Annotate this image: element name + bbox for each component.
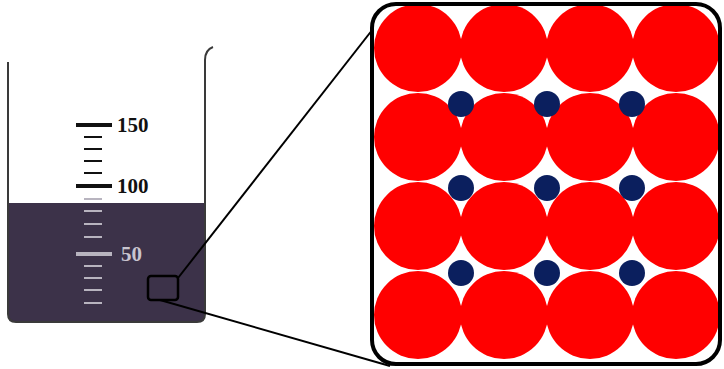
large-particle bbox=[632, 182, 720, 270]
large-particle bbox=[374, 271, 462, 359]
zoom-line bbox=[178, 20, 380, 278]
scale-number: 150 bbox=[117, 115, 149, 136]
beaker-wall bbox=[8, 47, 213, 322]
zoom-panel bbox=[372, 4, 720, 364]
particle-lattice bbox=[374, 4, 720, 359]
large-particle bbox=[460, 182, 548, 270]
small-particle bbox=[619, 91, 645, 117]
graduation-marks bbox=[76, 199, 112, 303]
large-particle bbox=[460, 271, 548, 359]
sample-square bbox=[148, 276, 178, 300]
scale-number: 50 bbox=[121, 244, 142, 265]
small-particle bbox=[534, 175, 560, 201]
large-particle bbox=[460, 4, 548, 92]
large-particle bbox=[546, 182, 634, 270]
large-particle bbox=[374, 4, 462, 92]
small-particle bbox=[534, 91, 560, 117]
large-particle bbox=[632, 93, 720, 181]
large-particle bbox=[632, 4, 720, 92]
small-particle bbox=[448, 91, 474, 117]
small-particle bbox=[448, 175, 474, 201]
large-particle bbox=[374, 182, 462, 270]
large-particle bbox=[546, 271, 634, 359]
zoom-line bbox=[160, 300, 390, 366]
scale-number: 100 bbox=[117, 176, 149, 197]
large-particle bbox=[632, 271, 720, 359]
small-particle bbox=[619, 175, 645, 201]
small-particle bbox=[448, 260, 474, 286]
small-particle bbox=[619, 260, 645, 286]
small-particle bbox=[534, 260, 560, 286]
zoom-border bbox=[372, 4, 720, 364]
graduation-marks bbox=[76, 125, 112, 186]
large-particle bbox=[546, 4, 634, 92]
